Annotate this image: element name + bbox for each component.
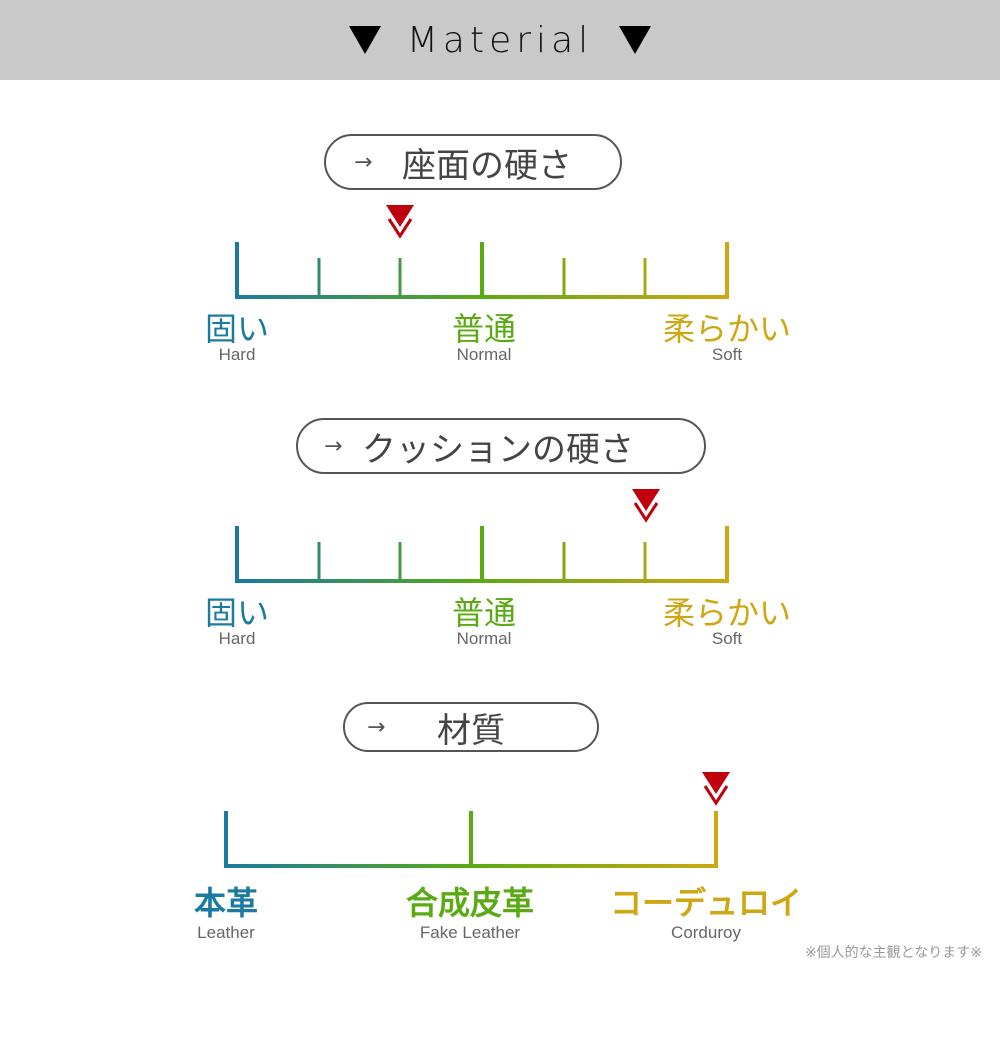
heading-label: 座面の硬さ — [402, 145, 572, 186]
label-normal-jp: 普通 — [451, 310, 517, 348]
label-hard-jp: 固い — [204, 594, 270, 632]
label-hard-jp: 固い — [204, 310, 270, 348]
triangle-down-icon — [348, 26, 381, 54]
arrow-right-icon: → — [354, 149, 373, 175]
header-title: Material — [406, 19, 594, 61]
label-corduroy-jp: コーデュロイ — [609, 884, 803, 922]
label-soft-jp: 柔らかい — [662, 310, 792, 348]
label-normal-en: Normal — [456, 629, 512, 648]
selected-marker-icon — [632, 489, 660, 523]
label-normal-en: Normal — [456, 345, 512, 364]
label-soft-en: Soft — [711, 345, 743, 364]
label-hard-en: Hard — [218, 629, 256, 648]
material-scale — [224, 811, 718, 868]
heading-cushion-hardness: → クッションの硬さ — [296, 418, 706, 474]
seat-hardness-scale — [235, 242, 729, 299]
arrow-right-icon: → — [324, 433, 343, 459]
label-soft-en: Soft — [711, 629, 743, 648]
arrow-right-icon: → — [367, 714, 386, 740]
label-soft-jp: 柔らかい — [662, 594, 792, 632]
selected-marker-icon — [386, 205, 414, 239]
label-corduroy-en: Corduroy — [671, 923, 741, 942]
selected-marker-icon — [702, 772, 730, 806]
material-header: Material — [0, 0, 1000, 80]
heading-seat-hardness: → 座面の硬さ — [324, 134, 622, 190]
label-normal-jp: 普通 — [451, 594, 517, 632]
label-fake-leather-jp: 合成皮革 — [405, 884, 535, 922]
triangle-down-icon — [619, 26, 652, 54]
disclaimer-note: ※個人的な主観となります※ — [804, 945, 982, 961]
heading-label: 材質 — [437, 710, 505, 751]
label-fake-leather-en: Fake Leather — [419, 923, 521, 942]
label-leather-en: Leather — [197, 923, 255, 942]
cushion-hardness-scale — [235, 526, 729, 583]
heading-material: → 材質 — [343, 702, 599, 752]
label-hard-en: Hard — [218, 345, 256, 364]
label-leather-jp: 本革 — [193, 884, 259, 922]
heading-label: クッションの硬さ — [362, 429, 634, 470]
